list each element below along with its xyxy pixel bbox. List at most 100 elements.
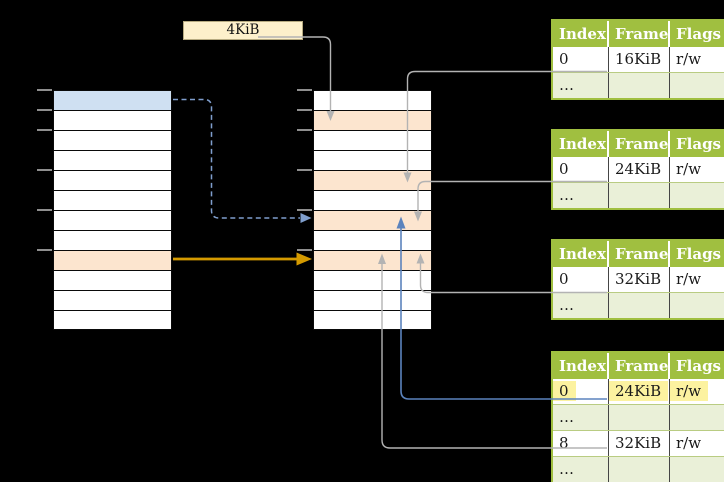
tick-mark — [37, 129, 52, 131]
tick-mark — [297, 249, 312, 251]
cell-frame: 32KiB — [609, 267, 670, 292]
column-header-flags: Flags — [676, 25, 721, 43]
cell-flags: r/w — [676, 160, 702, 178]
cell-flags — [670, 73, 724, 98]
cell-frame: 32KiB — [609, 431, 670, 456]
tick-mark — [37, 209, 52, 211]
physical-memory-column-row-7 — [314, 231, 431, 251]
cell-index: 8 — [553, 431, 609, 456]
cell-index: 0 — [553, 379, 609, 404]
page-table-level2-row-3: … — [553, 456, 724, 482]
tick-mark — [37, 249, 52, 251]
highlighted-value: 24KiB — [609, 381, 669, 401]
tick-mark — [37, 109, 52, 111]
page-size-label: 4KiB — [183, 21, 303, 40]
column-header-frame: Frame — [609, 21, 670, 47]
tick-mark — [297, 169, 312, 171]
tick-mark — [297, 129, 312, 131]
virtual-memory-column-row-6 — [54, 211, 171, 231]
physical-memory-column-row-3 — [314, 151, 431, 171]
arrow-virtual-row8-to-physical-row8 — [173, 252, 312, 266]
physical-memory-column — [313, 90, 432, 330]
cell-flags — [670, 457, 724, 482]
physical-memory-column-row-10 — [314, 291, 431, 311]
virtual-memory-column-row-7 — [54, 231, 171, 251]
cell-flags — [670, 293, 724, 318]
physical-memory-column-row-4 — [314, 171, 431, 191]
cell-flags: r/w — [670, 379, 724, 404]
cell-frame: 16KiB — [609, 47, 670, 72]
cell-frame — [609, 73, 670, 98]
tick-mark — [297, 109, 312, 111]
cell-flags: r/w — [676, 270, 702, 288]
cell-index: … — [553, 293, 609, 318]
cell-index: 0 — [553, 267, 609, 292]
column-header-index: Index — [553, 131, 609, 157]
virtual-memory-column-row-5 — [54, 191, 171, 211]
cell-index: … — [553, 457, 609, 482]
physical-memory-column-row-11 — [314, 311, 431, 329]
column-header-flags: Flags — [676, 357, 721, 375]
column-header-index: Index — [553, 353, 609, 379]
physical-memory-column-row-0 — [314, 91, 431, 111]
physical-memory-column-row-8 — [314, 251, 431, 271]
cell-index: … — [553, 405, 609, 430]
column-header-frame: Frame — [609, 353, 670, 379]
column-header-frame: Frame — [609, 241, 670, 267]
physical-memory-column-row-2 — [314, 131, 431, 151]
highlighted-value: 0 — [553, 381, 576, 401]
column-header-flags: Flags — [676, 135, 721, 153]
column-header-frame: Frame — [609, 131, 670, 157]
page-table-16kib-row-1: … — [553, 72, 724, 98]
cell-frame — [609, 405, 670, 430]
virtual-memory-column-row-8 — [54, 251, 171, 271]
virtual-memory-column-row-1 — [54, 111, 171, 131]
cell-frame — [609, 457, 670, 482]
cell-index: … — [553, 73, 609, 98]
physical-memory-column-row-5 — [314, 191, 431, 211]
virtual-memory-column-row-9 — [54, 271, 171, 291]
column-header-index: Index — [553, 241, 609, 267]
cell-index: … — [553, 183, 609, 208]
cell-flags — [670, 183, 724, 208]
tick-mark — [37, 89, 52, 91]
arrow-virtual-row0-to-physical-row6-head — [300, 213, 312, 223]
physical-memory-column-row-1 — [314, 111, 431, 131]
page-table-24kib-row-1: … — [553, 182, 724, 208]
cell-index: 0 — [553, 157, 609, 182]
physical-memory-column-row-6 — [314, 211, 431, 231]
virtual-memory-column-row-10 — [54, 291, 171, 311]
cell-flags: r/w — [676, 50, 702, 68]
physical-memory-column-row-9 — [314, 271, 431, 291]
tick-mark — [37, 169, 52, 171]
virtual-memory-column-row-0 — [54, 91, 171, 111]
virtual-memory-column-row-11 — [54, 311, 171, 329]
virtual-memory-column — [53, 90, 172, 330]
cell-frame: 24KiB — [609, 157, 670, 182]
page-table-32kib-row-1: … — [553, 292, 724, 318]
cell-frame: 24KiB — [609, 379, 670, 404]
cell-index: 0 — [553, 47, 609, 72]
column-header-index: Index — [553, 21, 609, 47]
page-table-level2-row-1: … — [553, 404, 724, 430]
highlighted-value: r/w — [670, 381, 709, 401]
arrow-virtual-row0-to-physical-row6 — [173, 98, 312, 223]
virtual-memory-column-row-4 — [54, 171, 171, 191]
cell-flags — [670, 405, 724, 430]
virtual-memory-column-row-3 — [54, 151, 171, 171]
arrow-virtual-row8-to-physical-row8-head — [296, 252, 312, 266]
